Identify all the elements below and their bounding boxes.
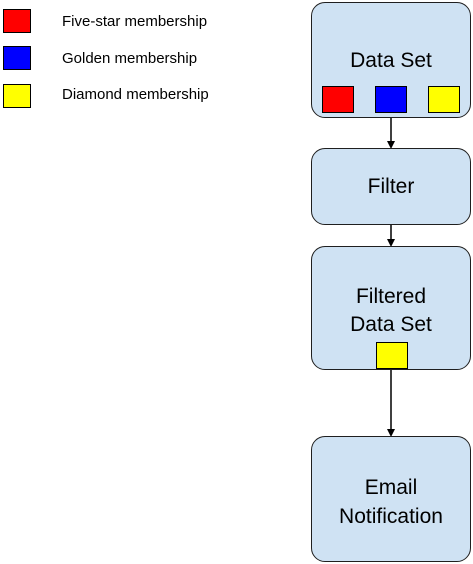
node-filter-label: Filter [367, 175, 415, 198]
node-data-set-label: Data Set [350, 49, 432, 72]
legend-swatch-yellow [3, 84, 31, 108]
chip-yellow-filtered [376, 342, 408, 369]
node-data-set: Data Set [311, 2, 471, 118]
chip-red [322, 86, 354, 113]
node-filter: Filter [311, 148, 471, 225]
node-email-label-line2: Notification [339, 505, 443, 528]
node-filtered-label-line1: Filtered [355, 285, 427, 308]
chip-yellow [428, 86, 460, 113]
legend-label-diamond: Diamond membership [62, 86, 209, 103]
node-email-label-line1: Email [364, 476, 418, 499]
legend-swatch-blue [3, 46, 31, 70]
node-filtered-label-line2: Data Set [350, 313, 432, 336]
node-filtered-data-set: Filtered Data Set [311, 246, 471, 370]
legend-swatch-red [3, 9, 31, 33]
node-email-notification: Email Notification [311, 436, 471, 562]
legend-label-five-star: Five-star membership [62, 13, 208, 30]
legend-label-golden: Golden membership [62, 50, 198, 67]
chip-blue [375, 86, 407, 113]
